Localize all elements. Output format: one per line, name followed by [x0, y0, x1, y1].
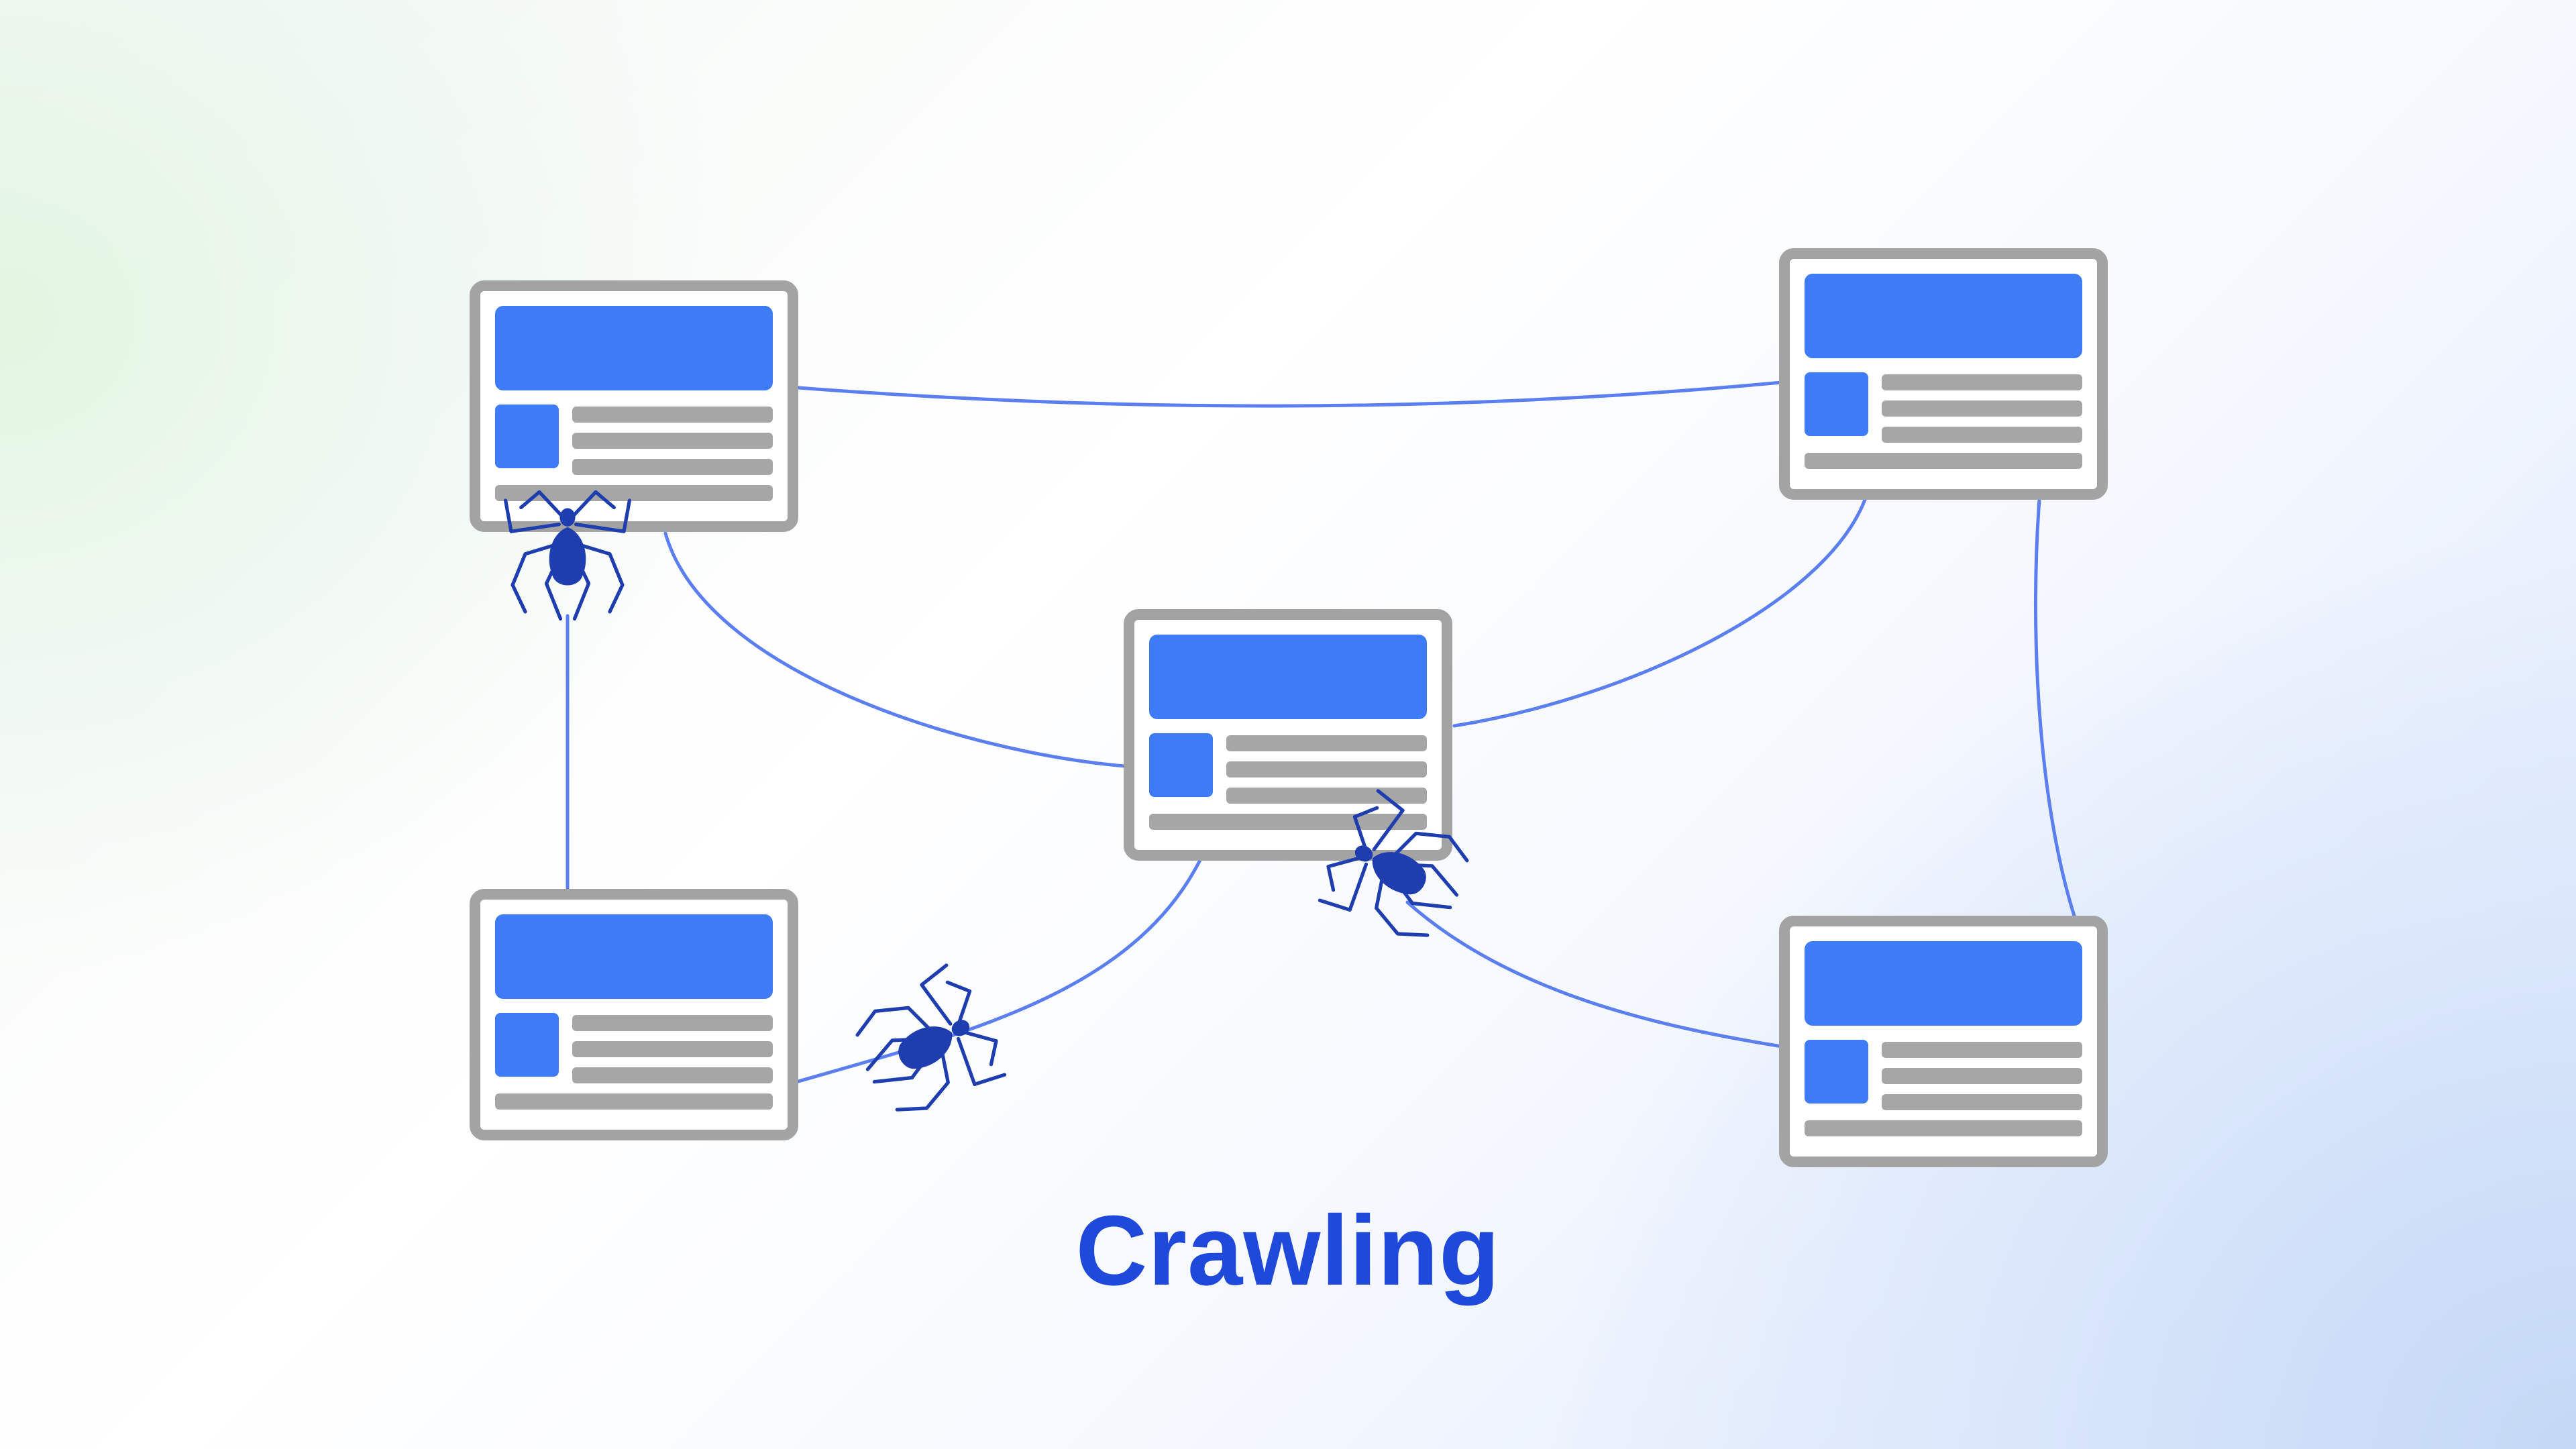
link-center-to-bottom-right: [1405, 900, 1784, 1049]
link-top-right-to-bottom-right: [2033, 498, 2076, 918]
page-bottom-right: [1784, 921, 2102, 1162]
page-title: Crawling: [1075, 1195, 1501, 1306]
link-top-left-to-top-right: [796, 380, 1784, 408]
page-top-right: [1784, 254, 2102, 494]
link-center-to-bottom-left: [796, 857, 1203, 1083]
link-top-left-to-center: [663, 531, 1126, 768]
page-top-left: [475, 286, 793, 527]
links: [566, 380, 2076, 1083]
page-bottom-left: [475, 894, 793, 1135]
link-top-right-to-center: [1452, 498, 1867, 728]
spider-icon: [842, 961, 1012, 1130]
page-center: [1129, 614, 1447, 855]
